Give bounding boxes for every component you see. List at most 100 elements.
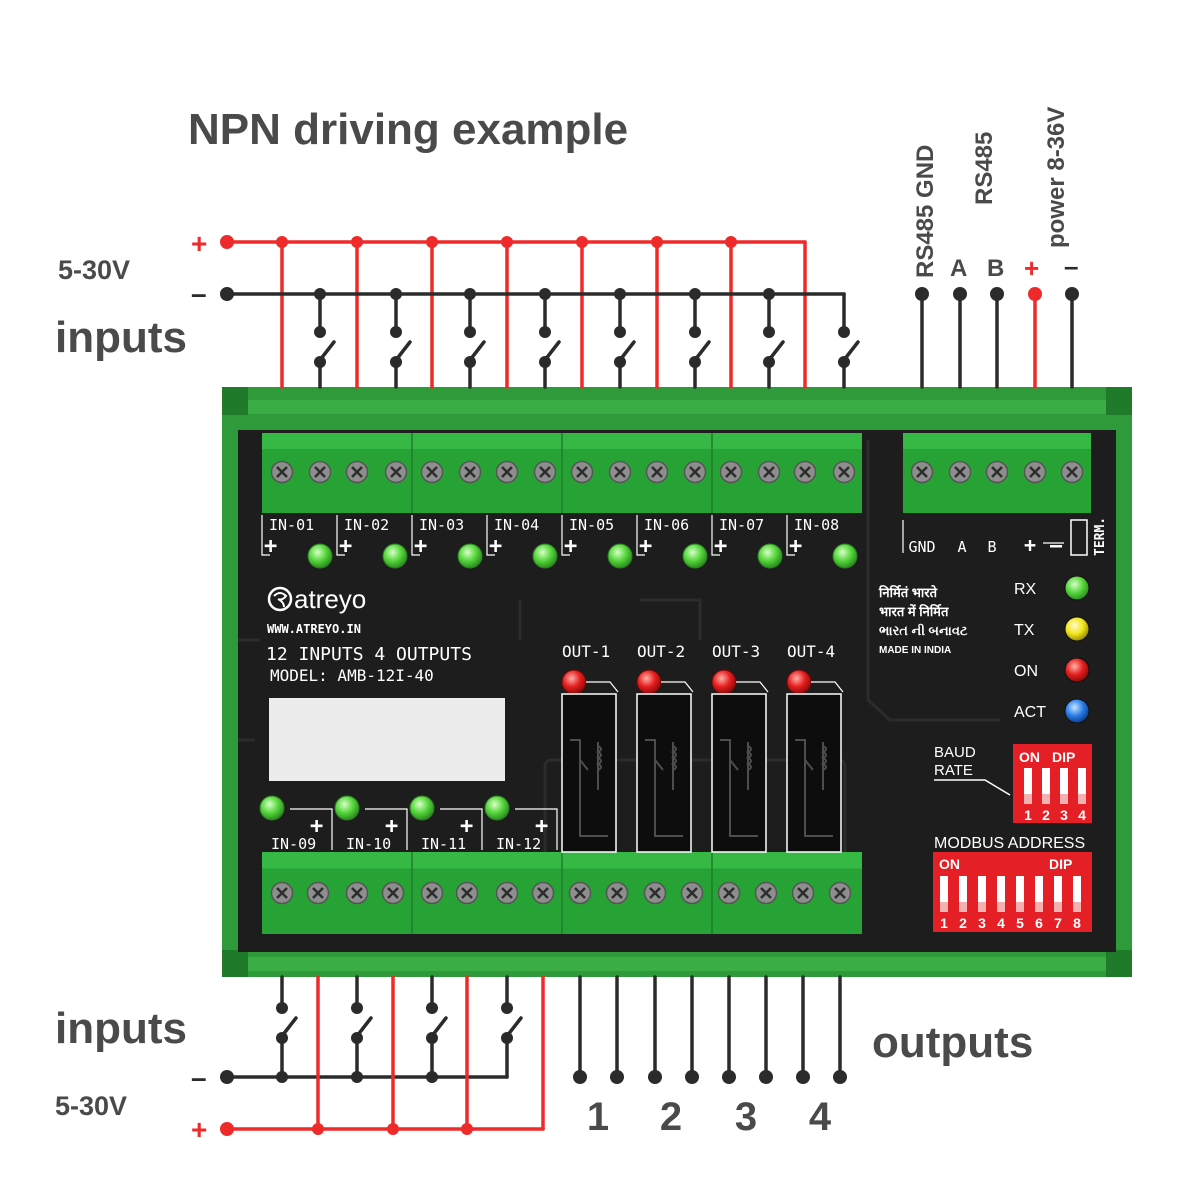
baud-dip-key-2 bbox=[1042, 768, 1050, 804]
modbus-dip-key-number-1: 1 bbox=[940, 915, 948, 931]
comm-wire-dot-1 bbox=[915, 287, 929, 301]
relay-coil bbox=[745, 745, 752, 771]
diagram-title: NPN driving example bbox=[188, 105, 628, 154]
baud-dip-key-slider bbox=[1024, 794, 1032, 804]
baud-dip-key-3 bbox=[1060, 768, 1068, 804]
bottom-negative-terminal-dot bbox=[220, 1070, 234, 1084]
terminal-screw-slot bbox=[760, 887, 772, 899]
made-in-line-4: MADE IN INDIA bbox=[879, 645, 951, 656]
top-switch-8-contact-top bbox=[838, 326, 850, 338]
modbus-dip-label: DIP bbox=[1049, 856, 1072, 872]
baud-dip-key-number-2: 2 bbox=[1042, 807, 1050, 823]
bottom-input-plus-3: + bbox=[460, 814, 473, 839]
top-input-plus-4: + bbox=[489, 534, 502, 559]
output-wire-dot-1 bbox=[573, 1070, 587, 1084]
top-positive-junction bbox=[725, 236, 737, 248]
wiring bbox=[220, 235, 1079, 1136]
top-plus-sign: + bbox=[191, 228, 207, 259]
terminal-screw-slot bbox=[351, 466, 363, 478]
relay-coil bbox=[595, 745, 602, 771]
output-label-2: OUT-2 bbox=[637, 642, 685, 661]
top-input-plus-2: + bbox=[339, 534, 352, 559]
modbus-dip-key-number-6: 6 bbox=[1035, 915, 1043, 931]
terminal-screw-slot bbox=[649, 887, 661, 899]
terminal-screw-slot bbox=[387, 887, 399, 899]
terminal-screw-slot bbox=[611, 887, 623, 899]
top-switch-8-lever bbox=[842, 340, 860, 362]
status-led-tx bbox=[1064, 616, 1090, 642]
output-number-3: 3 bbox=[735, 1095, 757, 1139]
input-led-7 bbox=[757, 543, 783, 569]
terminal-screw-slot bbox=[838, 466, 850, 478]
top-positive-junction bbox=[651, 236, 663, 248]
bottom-negative-junction bbox=[276, 1071, 288, 1083]
terminal-screw-slot bbox=[574, 887, 586, 899]
terminal-screw-slot bbox=[723, 887, 735, 899]
modbus-dip-key-1 bbox=[940, 876, 948, 912]
output-label-1: OUT-1 bbox=[562, 642, 610, 661]
comm-wire-dot-3 bbox=[990, 287, 1004, 301]
output-wire-dot-6 bbox=[759, 1070, 773, 1084]
modbus-dip-key-2 bbox=[959, 876, 967, 912]
input-led-1 bbox=[307, 543, 333, 569]
top-positive-junction bbox=[426, 236, 438, 248]
comm-wire-dot-2 bbox=[953, 287, 967, 301]
top-input-plus-6: + bbox=[639, 534, 652, 559]
bottom-input-label-2: IN-10 bbox=[346, 835, 391, 853]
rs485-a-label: A bbox=[950, 255, 967, 282]
terminal-screw-slot bbox=[501, 466, 513, 478]
top-switch-4-contact-top bbox=[539, 326, 551, 338]
top-switch-7-lever bbox=[767, 340, 785, 362]
baud-dip-key-slider bbox=[1078, 794, 1086, 804]
top-input-plus-3: + bbox=[414, 534, 427, 559]
input-led-11 bbox=[409, 795, 435, 821]
bottom-switch-1-lever bbox=[280, 1016, 298, 1038]
terminal-screw-slot bbox=[725, 466, 737, 478]
top-input-label-4: IN-04 bbox=[494, 516, 539, 534]
input-led-6 bbox=[682, 543, 708, 569]
status-led-act bbox=[1064, 698, 1090, 724]
board-labels: IN-01+IN-02+IN-03+IN-04+IN-05+IN-06+IN-0… bbox=[261, 515, 1108, 853]
bottom-minus-sign: – bbox=[191, 1062, 207, 1093]
relay-schematic bbox=[570, 739, 608, 837]
modbus-dip-key-number-4: 4 bbox=[997, 915, 1005, 931]
bottom-input-bracket bbox=[515, 808, 558, 850]
terminal-screw-slot bbox=[763, 466, 775, 478]
modbus-dip-key-4 bbox=[997, 876, 1005, 912]
bottom-positive-junction bbox=[312, 1123, 324, 1135]
modbus-dip-key-slider bbox=[1054, 902, 1062, 912]
top-input-bracket bbox=[711, 515, 720, 556]
relays bbox=[561, 681, 844, 853]
top-input-plus-8: + bbox=[789, 534, 802, 559]
top-switch-1-lever bbox=[318, 340, 336, 362]
bottom-input-plus-2: + bbox=[385, 814, 398, 839]
top-input-label-7: IN-07 bbox=[719, 516, 764, 534]
label-area bbox=[269, 698, 505, 781]
terminal-screw-slot bbox=[426, 466, 438, 478]
terminal-screw-slot bbox=[464, 466, 476, 478]
modbus-dip-key-number-8: 8 bbox=[1073, 915, 1081, 931]
brand-logo: atreyo bbox=[267, 584, 366, 614]
bottom-switch-4-lever bbox=[505, 1016, 523, 1038]
status-led-label-3: ON bbox=[1014, 663, 1038, 680]
top-input-label-2: IN-02 bbox=[344, 516, 389, 534]
modbus-dip-key-slider bbox=[1016, 902, 1024, 912]
top-switch-6-contact-top bbox=[689, 326, 701, 338]
baud-label-line-1: BAUD bbox=[934, 744, 976, 761]
modbus-dip-key-slider bbox=[959, 902, 967, 912]
top-switch-5-contact-top bbox=[614, 326, 626, 338]
bottom-negative-junction bbox=[351, 1071, 363, 1083]
modbus-dip-key-slider bbox=[978, 902, 986, 912]
terminal-screw-slot bbox=[916, 466, 928, 478]
terminal-screw-slot bbox=[834, 887, 846, 899]
status-led-label-4: ACT bbox=[1014, 704, 1046, 721]
terminal-screw-slot bbox=[312, 887, 324, 899]
relay-2 bbox=[636, 693, 692, 853]
input-led-8 bbox=[832, 543, 858, 569]
output-number-1: 1 bbox=[587, 1095, 609, 1139]
product-line-text: 12 INPUTS 4 OUTPUTS bbox=[266, 644, 472, 665]
outputs-label: outputs bbox=[872, 1018, 1033, 1067]
